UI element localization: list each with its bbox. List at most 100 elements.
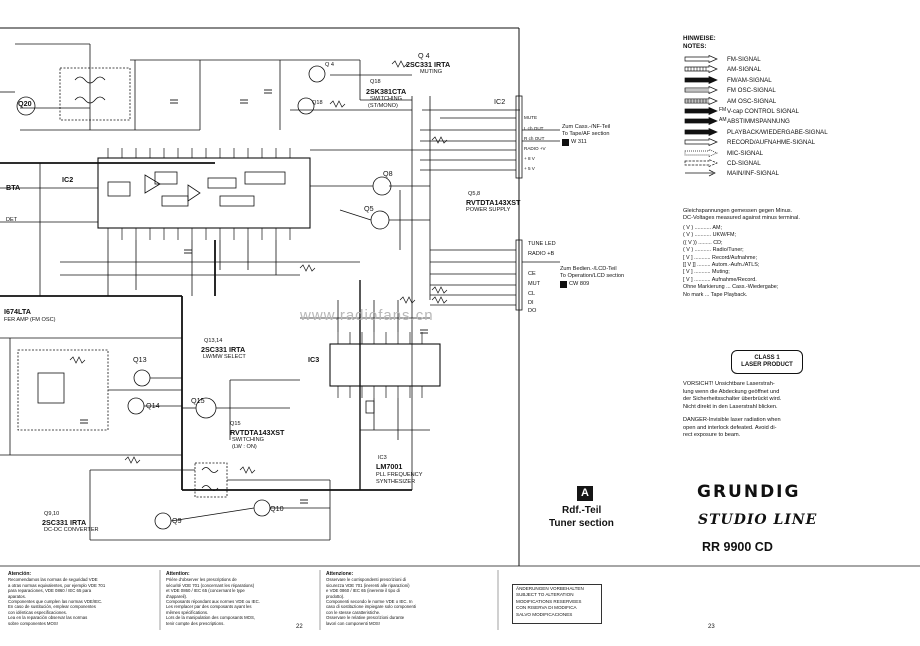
note-line: Les remplacer par des composants ayant l… (166, 604, 252, 610)
voltage-code-item: ( V ) ........... UKW/FM; (683, 232, 737, 239)
ic3-pin-di: DI (528, 300, 534, 306)
note-line: caso di sostituzione impiegare solo comp… (326, 604, 417, 610)
playback-arrow-icon (684, 127, 718, 136)
voltage-code-item: ( V ) ........... Radio/Tuner; (683, 247, 744, 254)
laser-warning-de: VORSICHT! Unsichtbare Laserstrah- lung w… (683, 381, 781, 411)
voltage-code-item: (( V )) ......... CD; (683, 239, 723, 246)
ic3-label: IC3 (308, 355, 320, 364)
watermark-text: www.radiofans.cn (300, 307, 434, 324)
q10-label: Q10 (270, 504, 284, 513)
legend-row: RECORD/AUFNAHME-SIGNAL (683, 138, 913, 147)
legend-row: AM-SIGNAL (683, 65, 913, 74)
q4-type: 2SC331 IRTA (406, 60, 451, 69)
note-line: d'appareil). (166, 593, 188, 599)
voltage-code-item: [ V ] ........... Aufnahme/Record. (683, 276, 757, 283)
q15-function: SWITCHING (232, 437, 265, 443)
ic2-connector-label: IC2 (494, 97, 506, 106)
legend-row: FM OSC-SIGNAL (683, 86, 913, 95)
fm-am-signal-arrow-icon (684, 75, 718, 84)
am-signal-arrow-icon (684, 65, 718, 74)
note-column-fr: Attention: Prière d'observer les prescri… (166, 571, 316, 626)
legend-label: V-cap CONTROL SIGNAL (727, 108, 799, 115)
laser-warning-en-2: open and interlock defeated. Avoid di- (683, 424, 777, 431)
laser-class-badge: CLASS 1 LASER PRODUCT (731, 350, 803, 374)
cass-connection-en: To Tape/AF section (562, 131, 610, 137)
cd-signal-arrow-icon (684, 159, 718, 167)
ic3-function-2: SYNTHESIZER (376, 479, 416, 485)
legend-row: AM OSC-SIGNAL (683, 96, 913, 106)
lta-label: I674LTA (4, 307, 31, 316)
q18-type: 2SK381CTA (366, 87, 407, 96)
section-badge: A (577, 486, 593, 501)
q4-label: Q 4 (418, 51, 430, 60)
op-connection-ref: CW 809 (569, 281, 590, 287)
laser-warning-en: DANGER-Invisible laser radiation when op… (683, 417, 781, 440)
note-line: Lea en la reparación observar las normas (8, 615, 88, 621)
note-line: MODIFICATIONS RESERVEES (516, 598, 582, 604)
ic2-pin-radio: RADIO +V (524, 146, 546, 151)
voltage-code-item: ( V ) ........... AM; (683, 225, 722, 231)
voltage-note-en: DC-Voltages measured against minus termi… (683, 215, 800, 221)
laser-warning-en-1: DANGER-Invisible laser radiation when (683, 417, 781, 423)
am-osc-signal-arrow-icon (684, 96, 718, 105)
laser-warning-de-2: lung wenn die Abdeckung geöffnet und (683, 388, 780, 395)
legend-label: FM-SIGNAL (727, 56, 761, 63)
grundig-logo: GRUNDIG (697, 482, 801, 502)
legend-row: FM/AM-SIGNAL (683, 75, 913, 85)
note-line: lavori con componenti MOS! (326, 620, 380, 626)
note-column-es: Atención: Recomendamos las normas de seg… (8, 571, 158, 626)
note-line: a otras normas equivalentes, por ejemplo… (8, 582, 106, 588)
laser-warning-en-3: rect exposure to beam. (683, 432, 741, 439)
note-line: con le stesse caratteristiche. (326, 609, 381, 615)
note-line: sobre componentes MOS! (8, 620, 58, 626)
abstimm-arrow-icon (684, 117, 718, 126)
ic3-pin-ce: CE (528, 271, 536, 277)
q1314-function: LW/MW SELECT (203, 354, 246, 360)
legend-prefix: AM (719, 117, 727, 124)
cass-ref-marker (562, 139, 569, 146)
q18-label: Q18 (370, 79, 381, 85)
q14-label: Q14 (146, 401, 160, 410)
note-line: En caso de sustitución, emplear componen… (8, 604, 96, 610)
note-line: mêmes spécifications. (166, 609, 209, 615)
voltage-code-item: [ V ] ........... Record/Aufnahme; (683, 254, 758, 261)
legend-row: PLAYBACK/WIEDERGABE-SIGNAL (683, 127, 913, 137)
note-line: SUBJECT TO ALTERATION (516, 592, 574, 598)
legend-label: AM OSC-SIGNAL (727, 97, 777, 105)
ic3-type: LM7001 (376, 462, 403, 471)
ic2-pin-5v: + 5 V (524, 166, 535, 171)
laser-badge-line2: LASER PRODUCT (741, 362, 793, 368)
legend-label: MAIN/INF-SIGNAL (727, 170, 779, 178)
note-it-body: Osservare le corrispondenti prescrizioni… (326, 577, 494, 626)
voltage-note-de: Gleichspannungen gemessen gegen Minus. (683, 208, 793, 214)
q15-type: RVTDTA143XST (230, 428, 285, 437)
op-connection-de: Zum Bedien.-/LCD-Teil (560, 266, 617, 272)
cass-connection-ref: W 311 (571, 139, 587, 145)
q5-label: Q5 (364, 204, 374, 213)
legend-label: FM OSC-SIGNAL (727, 87, 776, 95)
q4-symbol-label: Q 4 (325, 62, 335, 68)
note-es-head: Atención: (8, 571, 32, 577)
note-line: sécurité VDE 701 (concernant les réparat… (166, 582, 255, 588)
q18-function: SWITCHING (370, 96, 403, 102)
voltage-code-item: No mark ... Tape Playback. (683, 291, 748, 298)
ic2-label: IC2 (62, 175, 74, 184)
ic3-pin-mut: MUT (528, 281, 541, 287)
legend-label: ABSTIMMSPANNUNG (727, 118, 790, 126)
model-number: RR 9900 CD (702, 540, 773, 554)
note-line: CON RISERVA DI MODIFICA (516, 605, 577, 611)
note-line: Composants répondant aux normes VDE ou I… (166, 599, 260, 605)
legend-row: MAIN/INF-SIGNAL (683, 169, 913, 178)
note-line: prodotto). (326, 593, 345, 599)
q58-label: Q5,8 (468, 191, 481, 197)
note-line: e VDE 0860 / IEC 65 (inerente il tipo di (326, 588, 400, 594)
ic3-pin-do: DO (528, 308, 537, 314)
q1314-type: 2SC331 IRTA (201, 345, 246, 354)
page-number-right: 23 (708, 624, 715, 630)
record-arrow-icon (684, 138, 718, 147)
cass-connection-de: Zum Cass.-/NF-Teil (562, 124, 611, 130)
fm-osc-signal-arrow-icon (684, 86, 718, 95)
studio-line-logo: STUDIO LINE (698, 512, 818, 528)
